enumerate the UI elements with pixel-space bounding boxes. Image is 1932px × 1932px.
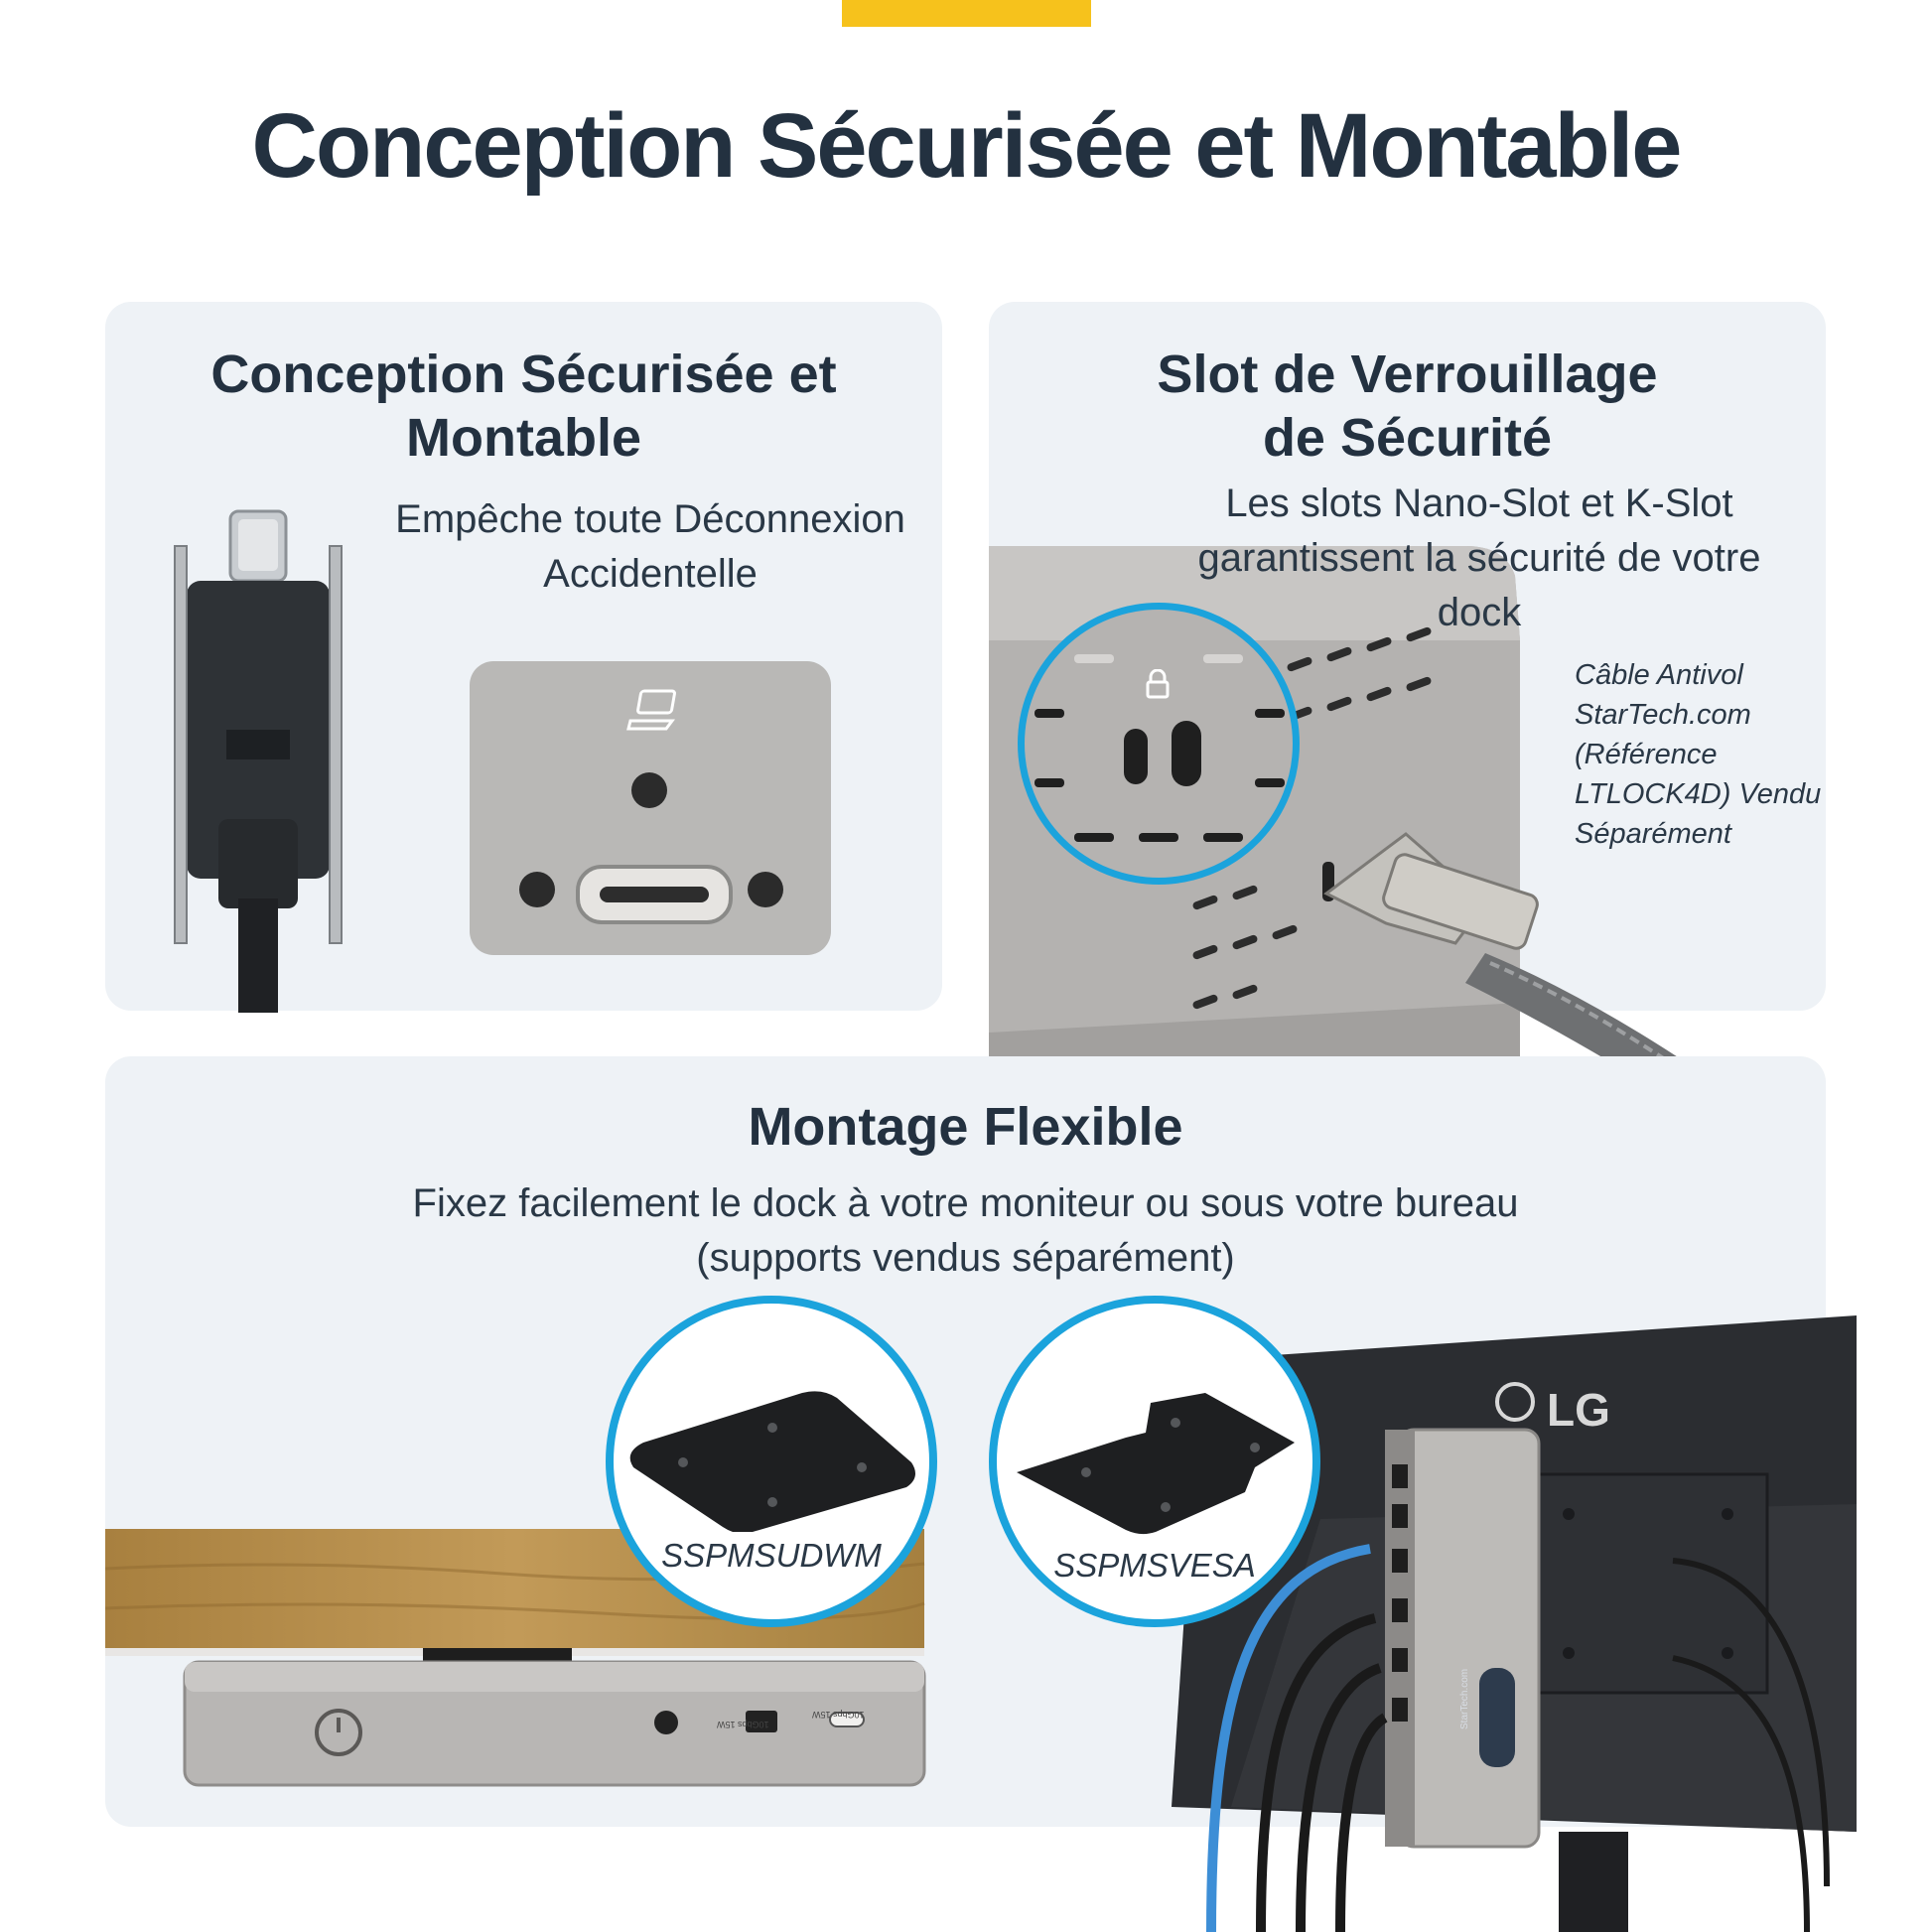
- port-label: 10Gbps 15W: [717, 1720, 769, 1729]
- usb-c-port: [576, 865, 733, 924]
- flexible-mount-title: Montage Flexible: [748, 1097, 1183, 1157]
- padlock-icon: [1146, 669, 1170, 699]
- product-circle-sspmsvesa: SSPMSVESA: [989, 1296, 1320, 1627]
- page-title: Conception Sécurisée et Montable: [251, 95, 1683, 197]
- lock-cable-caption: Câble Antivol StarTech.com (Référence LT…: [1575, 659, 1822, 850]
- port-label: 10Gbps 15W: [812, 1710, 865, 1720]
- security-slot-description: Les slots Nano-Slot et K-Slot garantisse…: [1197, 482, 1761, 634]
- dock-brand-logo: StarTech.com: [1459, 1668, 1470, 1729]
- product-circle-sspmsudwm: SSPMSUDWM: [606, 1296, 937, 1627]
- flexible-mount-description: Fixez facilement le dock à votre moniteu…: [412, 1181, 1519, 1280]
- secure-design-description: Empêche toute Déconnexion Accidentelle: [395, 497, 905, 596]
- usb-c-screw-cable: [174, 509, 343, 1013]
- under-desk-plate: [629, 1391, 915, 1532]
- screw-hole: [519, 872, 555, 907]
- lock-slot-highlight: [1018, 603, 1300, 885]
- product-label: SSPMSUDWM: [661, 1537, 882, 1574]
- security-slot-title: Slot de Verrouillage de Sécurité: [1157, 345, 1658, 468]
- screw-hole: [631, 772, 667, 808]
- monitor-brand-logo: LG: [1547, 1384, 1610, 1436]
- usb-c-port-closeup: [470, 661, 831, 955]
- vesa-plate: [1017, 1393, 1295, 1535]
- accent-bar: [842, 0, 1091, 27]
- monitor-mount-illustration: [1172, 1315, 1857, 1932]
- product-label: SSPMSVESA: [1053, 1547, 1256, 1584]
- screw-hole: [748, 872, 783, 907]
- laptop-icon: [626, 689, 676, 731]
- secure-design-title: Conception Sécurisée et Montable: [210, 345, 837, 468]
